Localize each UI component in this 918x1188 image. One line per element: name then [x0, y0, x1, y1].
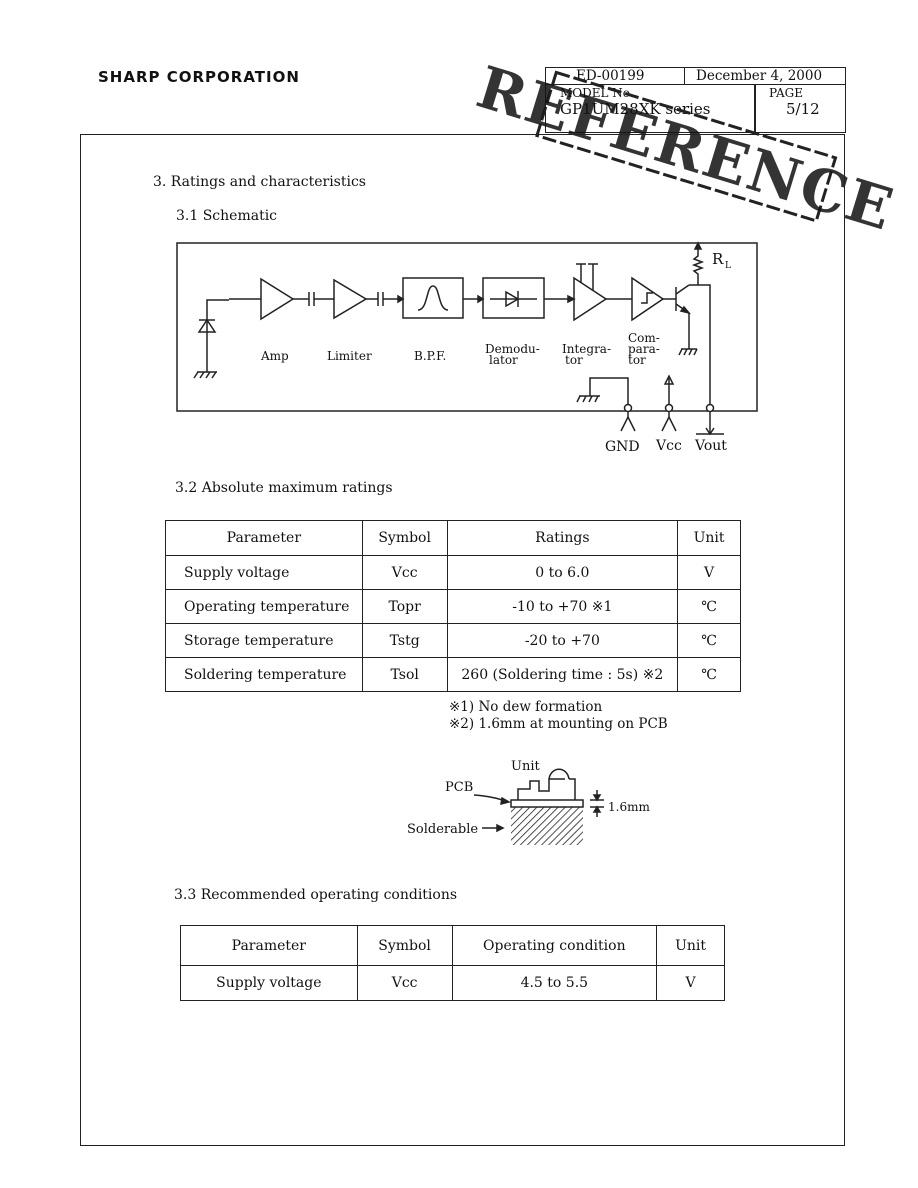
rec-conditions-title: 3.3 Recommended operating conditions [174, 887, 458, 903]
table-row: Supply voltage Vcc 0 to 6.0 V [165, 555, 741, 590]
terminal-vcc: Vcc [655, 438, 682, 454]
footnote-1: ※1) No dew formation [449, 699, 603, 715]
cell-parameter: Supply voltage [180, 965, 358, 1001]
cell-rating: 260 (Soldering time : 5s) ※2 [446, 657, 679, 692]
terminal-vout: Vout [694, 438, 727, 454]
block-label-comparator-1: Com- [628, 331, 660, 345]
load-resistor-subscript: L [725, 261, 731, 271]
cell-rating: -20 to +70 [446, 623, 679, 658]
cell-condition: 4.5 to 5.5 [451, 965, 658, 1001]
section-title: 3. Ratings and characteristics [153, 174, 366, 190]
company-name: SHARP CORPORATION [98, 68, 300, 86]
table-header-row: Parameter Symbol Operating condition Uni… [180, 925, 725, 966]
cell-symbol: Topr [361, 589, 448, 624]
mount-unit-label: Unit [511, 759, 540, 774]
schematic-title: 3.1 Schematic [176, 208, 278, 224]
cell-symbol: Vcc [356, 965, 453, 1001]
cell-unit: ℃ [677, 657, 741, 692]
block-label-limiter: Limiter [327, 349, 372, 363]
block-label-integrator-1: Integra- [562, 342, 611, 356]
doc-number: ED-00199 [576, 68, 645, 84]
mount-dimension-label: 1.6mm [608, 800, 650, 814]
schematic-diagram: Amp Limiter B.P.F. Demodu- lator Integra… [176, 241, 758, 455]
block-label-amp: Amp [260, 349, 289, 363]
cell-rating: 0 to 6.0 [446, 555, 679, 590]
block-label-demodulator-2: lator [489, 353, 518, 367]
block-label-integrator-2: tor [565, 353, 583, 367]
cell-parameter: Supply voltage [165, 555, 363, 590]
page-label: PAGE [769, 86, 803, 100]
abs-ratings-title: 3.2 Absolute maximum ratings [175, 480, 393, 496]
mount-solder-label: Solderable [407, 822, 478, 837]
header-unit: Unit [656, 925, 725, 966]
page-number: 5/12 [786, 100, 820, 118]
terminal-gnd: GND [605, 439, 640, 455]
cell-parameter: Soldering temperature [165, 657, 363, 692]
header-symbol: Symbol [361, 520, 448, 556]
mounting-figure: Unit PCB Solderable 1.6mm [407, 759, 650, 845]
document-header-box: ED-00199 December 4, 2000 MODEL No. GP1U… [545, 67, 846, 133]
cell-symbol: Tstg [361, 623, 448, 658]
block-label-comparator-2: para- [628, 342, 660, 356]
block-label-demodulator-1: Demodu- [485, 342, 540, 356]
rec-conditions-table: Parameter Symbol Operating condition Uni… [180, 925, 725, 1001]
block-label-comparator-3: tor [628, 353, 646, 367]
header-parameter: Parameter [180, 925, 358, 966]
footnote-2: ※2) 1.6mm at mounting on PCB [449, 716, 668, 732]
abs-ratings-table: Parameter Symbol Ratings Unit Supply vol… [165, 520, 741, 692]
cell-unit: V [656, 965, 725, 1001]
header-symbol: Symbol [356, 925, 453, 966]
doc-date: December 4, 2000 [696, 68, 823, 84]
table-row: Soldering temperature Tsol 260 (Solderin… [165, 657, 741, 692]
mount-pcb-label: PCB [445, 780, 473, 795]
header-condition: Operating condition [451, 925, 658, 966]
table-row: Operating temperature Topr -10 to +70 ※1… [165, 589, 741, 624]
header-parameter: Parameter [165, 520, 363, 556]
table-header-row: Parameter Symbol Ratings Unit [165, 520, 741, 556]
cell-parameter: Storage temperature [165, 623, 363, 658]
content-frame [80, 134, 845, 1146]
reference-stamp: REFERENCE [469, 53, 902, 244]
cell-symbol: Tsol [361, 657, 448, 692]
model-number: GP1UM28XK series [560, 100, 711, 118]
table-row: Storage temperature Tstg -20 to +70 ℃ [165, 623, 741, 658]
header-ratings: Ratings [446, 520, 679, 556]
table-row: Supply voltage Vcc 4.5 to 5.5 V [180, 965, 725, 1001]
block-label-bpf: B.P.F. [414, 349, 446, 363]
load-resistor-label: R [712, 250, 724, 268]
